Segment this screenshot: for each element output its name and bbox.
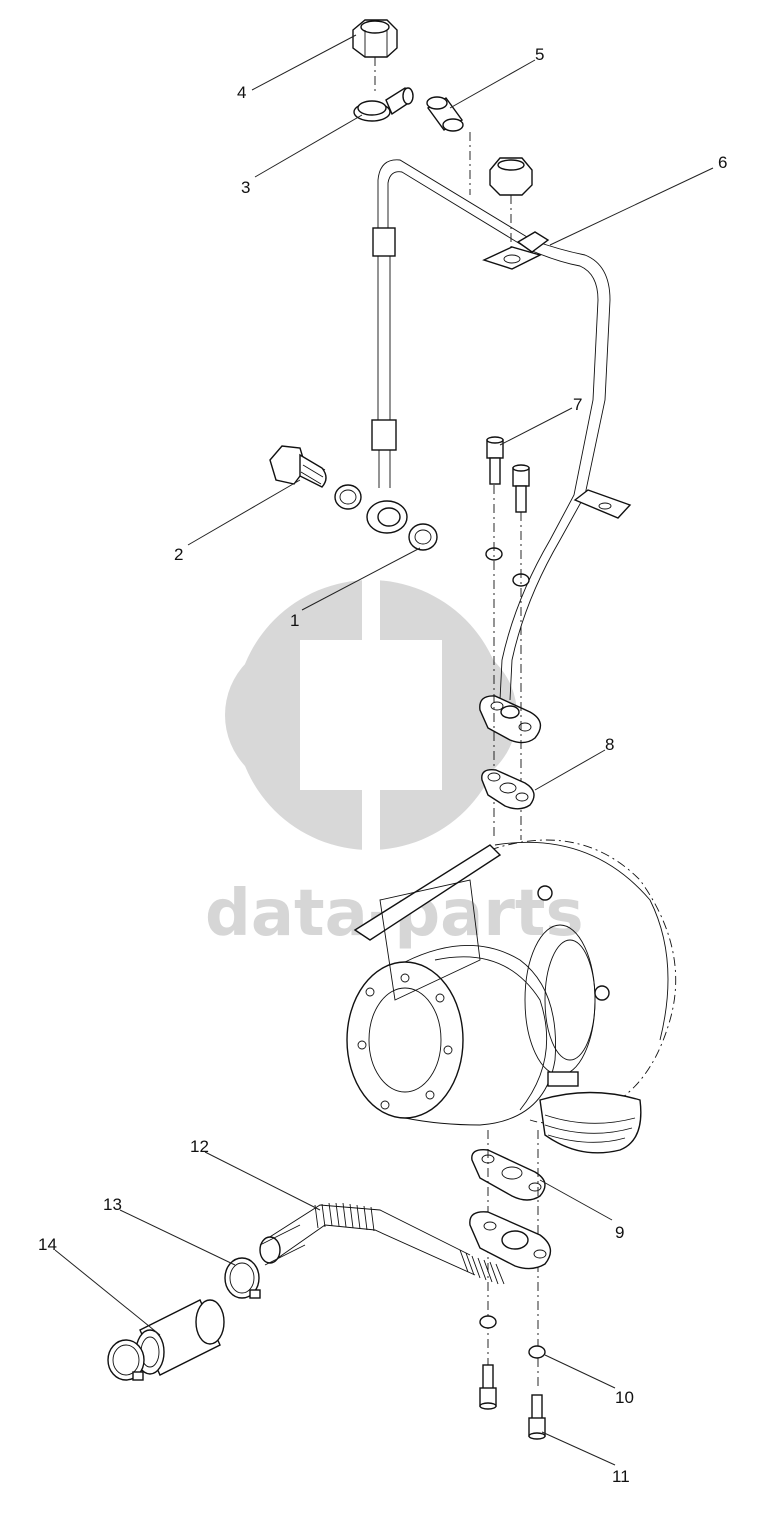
part-10-washer-left: [479, 1315, 497, 1329]
leader-4: [251, 34, 357, 91]
part-8-gasket: [481, 769, 535, 810]
leader-14: [54, 1249, 161, 1336]
callout-12: 12: [190, 1137, 209, 1156]
part-11-bolt-left: [479, 1364, 497, 1410]
callout-2: 2: [174, 545, 183, 564]
part-10-washer-right: [528, 1345, 546, 1359]
part-washer-upper: [334, 484, 362, 510]
callout-4: 4: [237, 83, 246, 102]
leader-12: [204, 1151, 321, 1211]
part-14-hose: [107, 1299, 225, 1381]
part-7-bolt-left: [486, 436, 504, 485]
leader-8: [534, 749, 606, 791]
turbocharger-housing: [346, 839, 677, 1154]
leader-13: [119, 1209, 236, 1266]
part-13-hose-clamp: [224, 1257, 261, 1299]
leader-9: [539, 1179, 613, 1221]
part-6-oil-pipe: [366, 157, 632, 744]
leader-5: [449, 59, 536, 109]
part-2-banjo-bolt: [269, 445, 327, 488]
callout-6: 6: [718, 153, 727, 172]
callout-9: 9: [615, 1223, 624, 1242]
leader-1: [301, 547, 421, 611]
part-4-hex-nut: [352, 19, 398, 58]
watermark-logo: [225, 580, 517, 870]
leader-3: [254, 114, 363, 178]
part-12-drain-tube: [259, 1202, 552, 1285]
callout-8: 8: [605, 735, 614, 754]
part-3-banjo-fitting: [353, 87, 414, 122]
callout-7: 7: [573, 395, 582, 414]
callout-10: 10: [615, 1388, 634, 1407]
leader-11: [541, 1431, 616, 1466]
callout-5: 5: [535, 45, 544, 64]
leader-7: [499, 407, 573, 446]
part-9-gasket: [471, 1149, 546, 1201]
leader-10: [544, 1354, 616, 1389]
callout-14: 14: [38, 1235, 57, 1254]
callout-11: 11: [612, 1467, 630, 1486]
part-11-bolt-right: [528, 1394, 546, 1440]
callout-3: 3: [241, 178, 250, 197]
part-1-washer: [408, 523, 438, 551]
part-5-sleeve: [426, 96, 464, 132]
leader-6: [549, 167, 714, 246]
callout-13: 13: [103, 1195, 122, 1214]
leader-2: [187, 479, 301, 546]
callout-1: 1: [290, 611, 299, 630]
part-7-bolt-right: [512, 464, 530, 513]
